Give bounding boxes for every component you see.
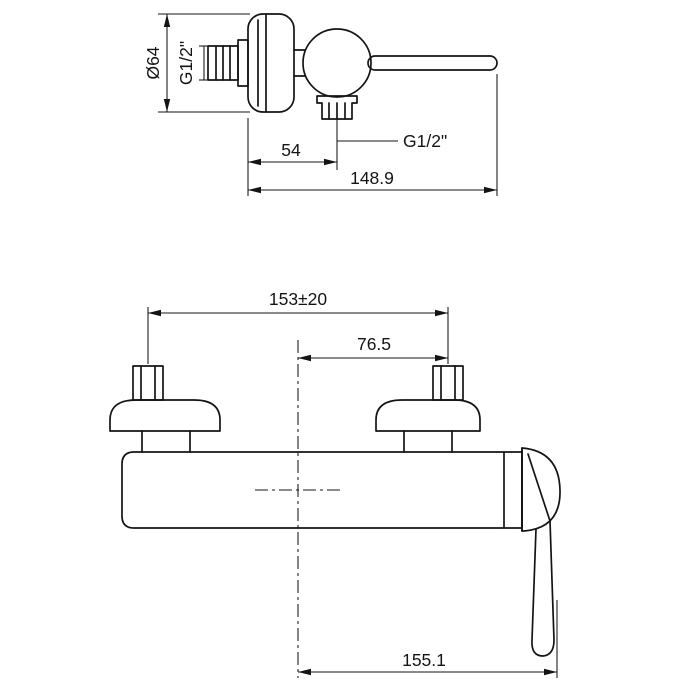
dim-label-outlet-thread: G1/2" [403, 131, 447, 151]
left-escutcheon [109, 399, 221, 432]
valve-cap [521, 447, 561, 532]
dim-label-wall-to-outlet: 54 [281, 140, 301, 160]
union-step [237, 39, 249, 87]
right-inlet-tail [432, 365, 464, 401]
lever-front [531, 520, 555, 657]
dim-label-center-to-connection: 76.5 [357, 334, 391, 354]
dim-label-flange-diameter: Ø64 [143, 46, 163, 79]
dim-label-overall-length: 148.9 [350, 168, 394, 188]
right-escutcheon [375, 399, 481, 432]
lever-side [367, 55, 498, 71]
dim-label-connection-centers: 153±20 [269, 289, 328, 309]
front-view-mixer-outline [109, 365, 561, 657]
top-view-mixer-outline [207, 13, 498, 120]
mixer-body [121, 451, 523, 529]
escutcheon-side [247, 13, 295, 113]
front-view-dimensions: 153±20 76.5 155.1 [147, 289, 558, 678]
valve-body-circle [302, 28, 372, 98]
front-view-centerlines [255, 340, 342, 678]
top-view-dimensions: Ø64 G1/2" G1/2" 54 148.9 [143, 13, 498, 196]
dim-label-lever-reach: 155.1 [402, 650, 446, 670]
dim-label-inlet-thread: G1/2" [176, 41, 196, 85]
outlet-spout [316, 95, 358, 120]
left-inlet-tail [132, 365, 164, 401]
